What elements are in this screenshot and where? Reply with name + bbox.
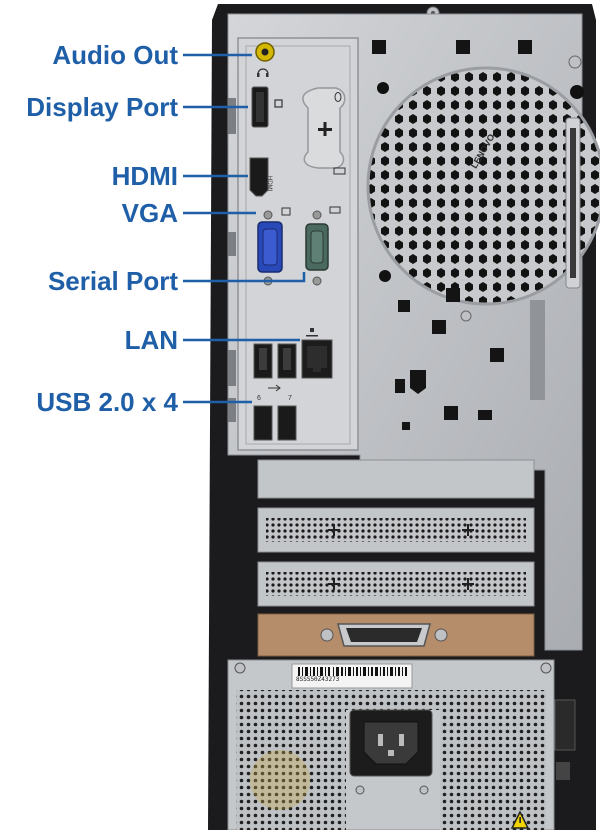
keyboard-icon	[333, 167, 346, 175]
usb-port	[253, 343, 273, 379]
usb-port	[277, 343, 297, 379]
label-audio-out: Audio Out	[52, 40, 178, 70]
label-vga: VGA	[121, 198, 178, 228]
leader-lines	[183, 53, 306, 404]
hdmi-port-text: HDMI	[266, 176, 272, 192]
monitor-icon	[281, 207, 291, 216]
label-lan: LAN	[124, 325, 178, 355]
label-serial-port: Serial Port	[47, 266, 178, 296]
leader-line-serial-port	[183, 272, 306, 283]
serial-icon	[329, 206, 341, 214]
fan-grille	[368, 68, 600, 304]
headphone-icon	[257, 68, 269, 77]
barcode	[298, 667, 407, 676]
expansion-slot-cover	[257, 459, 535, 499]
label-display-port: Display Port	[26, 92, 178, 122]
usb-icon	[268, 384, 281, 392]
label-hdmi: HDMI	[111, 161, 178, 191]
mouse-icon	[334, 92, 342, 102]
warning-icon	[510, 810, 530, 829]
usb-number: 7	[288, 395, 292, 402]
usb-port	[253, 405, 273, 441]
usb-number: 6	[257, 395, 261, 402]
label-usb: USB 2.0 x 4	[36, 387, 178, 417]
barcode-text: 8SSS50Z43273	[296, 676, 340, 683]
usb-port	[277, 405, 297, 441]
hdmi-port	[249, 157, 269, 197]
network-icon	[306, 328, 318, 337]
displayport-icon	[274, 99, 283, 108]
